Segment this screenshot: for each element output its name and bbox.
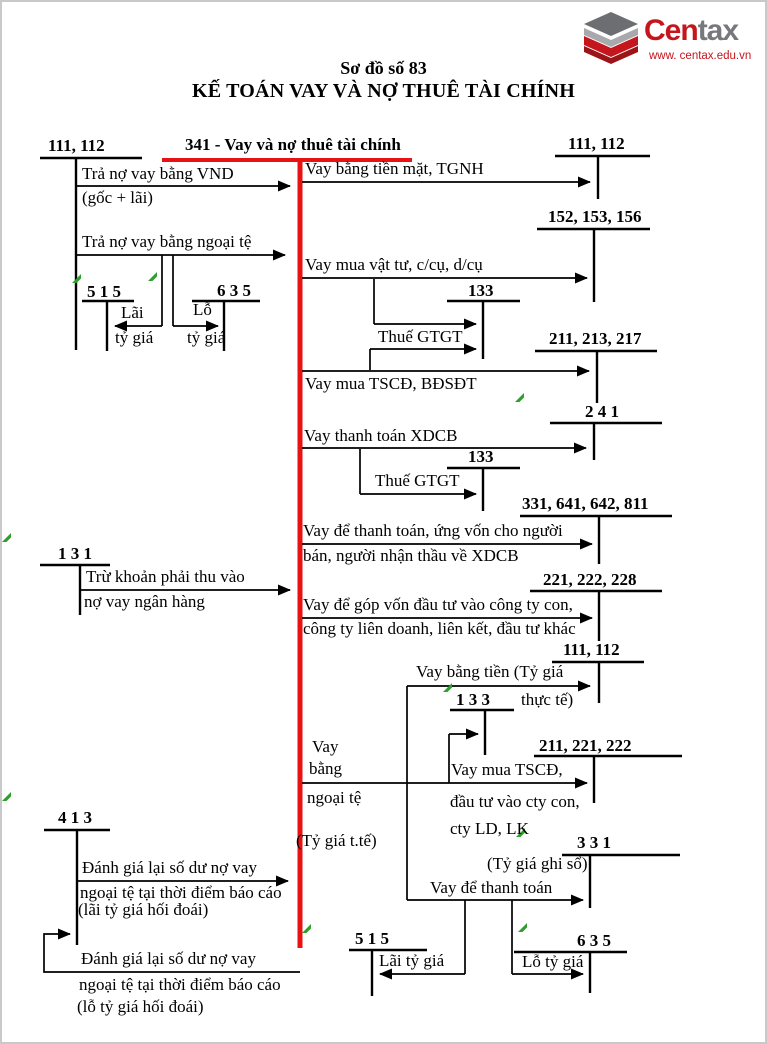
label-thuc-te: thực tế) (521, 690, 574, 709)
account-341-red-line (162, 158, 412, 948)
centax-logo: Centax www. centax.edu.vn (580, 8, 762, 68)
t-frame-221-222-228 (530, 589, 662, 641)
label-lo-ty-gia: Lỗ tỷ giá (522, 952, 584, 971)
account-211-221-222: 211, 221, 222 (539, 736, 632, 755)
t-frame-111-112-mid (552, 660, 644, 703)
label-vay-thanh-toan-1: Vay để thanh toán, ứng vốn cho người (303, 521, 563, 540)
label-goc-lai: (gốc + lãi) (82, 188, 153, 207)
label-vay-c1: Vay (312, 737, 339, 756)
green-cursor-icon (2, 272, 527, 933)
label-vay-mua-tscd2-1: Vay mua TSCĐ, (451, 760, 563, 779)
label-ty-gia-ghi-so: (Tỷ giá ghi sổ) (487, 854, 588, 873)
label-vay-tien-mat: Vay bằng tiền mặt, TGNH (305, 159, 484, 178)
t-frame-635-lower (514, 950, 627, 993)
label-vay-vat-tu: Vay mua vật tư, c/cụ, d/cụ (305, 255, 483, 274)
label-lo-upper: Lỗ (193, 300, 212, 319)
t-frame-133-a (447, 299, 520, 359)
account-221-222-228: 221, 222, 228 (543, 570, 637, 589)
account-211-213-217: 211, 213, 217 (549, 329, 642, 348)
account-111-112-mid: 111, 112 (563, 640, 620, 659)
t-frame-111-112-left (40, 156, 142, 350)
account-413: 4 1 3 (58, 808, 92, 827)
account-515-lower: 5 1 5 (355, 929, 389, 948)
label-lai-ty-gia: Lãi tỷ giá (379, 951, 445, 970)
label-thue-gtgt-2: Thuế GTGT (375, 471, 460, 490)
label-lai-upper: Lãi (121, 303, 144, 322)
brand-part-red: Cen (644, 14, 699, 47)
page-title: KẾ TOÁN VAY VÀ NỢ THUÊ TÀI CHÍNH (191, 80, 575, 102)
account-133-a: 133 (468, 281, 494, 300)
label-tra-no-ngoai-te: Trả nợ vay bằng ngoại tệ (82, 232, 252, 251)
brand-part-gray: tax (697, 14, 739, 47)
label-ty-gia-tte: (Tỷ giá t.tế) (296, 831, 377, 850)
account-241: 2 4 1 (585, 402, 619, 421)
account-635-lower: 6 3 5 (577, 931, 611, 950)
label-tru-khoan-1: Trừ khoản phải thu vào (86, 567, 245, 586)
account-131: 1 3 1 (58, 544, 92, 563)
label-vay-xdcb: Vay thanh toán XDCB (304, 426, 458, 445)
t-frame-211-213-217 (535, 349, 657, 403)
t-frame-111-112-top (555, 154, 650, 199)
t-frame-241 (550, 421, 662, 460)
t-frame-515-upper (82, 299, 134, 351)
brand-website: www. centax.edu.vn (649, 50, 752, 62)
account-331-641-642-811: 331, 641, 642, 811 (522, 494, 649, 513)
label-danh-gia-2b: ngoại tệ tại thời điểm báo cáo (79, 975, 281, 994)
account-133-c: 1 3 3 (456, 690, 490, 709)
label-ty-gia-upper-2: tỷ giá (187, 328, 226, 347)
label-vay-mua-tscd2-2: đầu tư vào cty con, (450, 792, 580, 811)
t-frame-133-b (447, 466, 520, 511)
label-gop-von-1: Vay để góp vốn đầu tư vào công ty con, (303, 595, 573, 614)
label-vay-tscd: Vay mua TSCĐ, BĐSĐT (305, 374, 477, 393)
account-111-112-left: 111, 112 (48, 136, 105, 155)
account-515-upper: 5 1 5 (87, 282, 121, 301)
centax-logo-icon (584, 12, 638, 64)
label-danh-gia-1a: Đánh giá lại số dư nợ vay (82, 858, 257, 877)
arrow-loop-danh-gia-lo (43, 928, 300, 973)
label-vay-c3: ngoại tệ (307, 788, 362, 807)
t-frame-211-221-222 (534, 754, 682, 803)
t-frame-331 (562, 853, 680, 908)
label-danh-gia-2c: (lỗ tỷ giá hối đoái) (77, 997, 204, 1016)
account-133-b: 133 (468, 447, 494, 466)
label-gop-von-2: công ty liên doanh, liên kết, đầu tư khá… (303, 619, 576, 638)
label-danh-gia-2a: Đánh giá lại số dư nợ vay (81, 949, 256, 968)
label-vay-thanh-toan-2: bán, người nhận thầu về XDCB (303, 546, 519, 565)
label-vay-c2: bằng (309, 759, 343, 778)
t-frame-635-upper (192, 299, 260, 351)
t-frame-331-641-642-811 (520, 514, 672, 564)
t-frame-152-153-156 (537, 227, 650, 302)
t-frame-413 (44, 828, 110, 945)
label-vay-mua-tscd2-3: cty LD, LK (450, 819, 529, 838)
label-danh-gia-1c: (lãi tỷ giá hối đoái) (78, 900, 209, 919)
account-635-upper: 6 3 5 (217, 281, 251, 300)
label-thue-gtgt-1: Thuế GTGT (378, 327, 463, 346)
account-152-153-156: 152, 153, 156 (548, 207, 642, 226)
t-account-frames (40, 154, 682, 996)
account-341: 341 - Vay và nợ thuê tài chính (185, 135, 401, 154)
label-vay-de-tt: Vay để thanh toán (430, 878, 553, 897)
t-frame-133-c (450, 708, 514, 755)
label-tra-no-vnd: Trả nợ vay bằng VND (82, 164, 234, 183)
brand-wordmark: Centax (644, 14, 739, 47)
t-frame-515-lower (349, 948, 427, 996)
label-ty-gia-upper-1: tỷ giá (115, 328, 154, 347)
account-111-112-top: 111, 112 (568, 134, 625, 153)
flow-arrows (43, 176, 593, 980)
label-danh-gia-1b: ngoại tệ tại thời điểm báo cáo (80, 883, 282, 902)
account-331: 3 3 1 (577, 833, 611, 852)
label-vay-bang-tien: Vay bằng tiền (Tỷ giá (416, 662, 564, 681)
label-tru-khoan-2: nợ vay ngân hàng (84, 592, 205, 611)
doc-number: Sơ đồ số 83 (340, 58, 427, 78)
